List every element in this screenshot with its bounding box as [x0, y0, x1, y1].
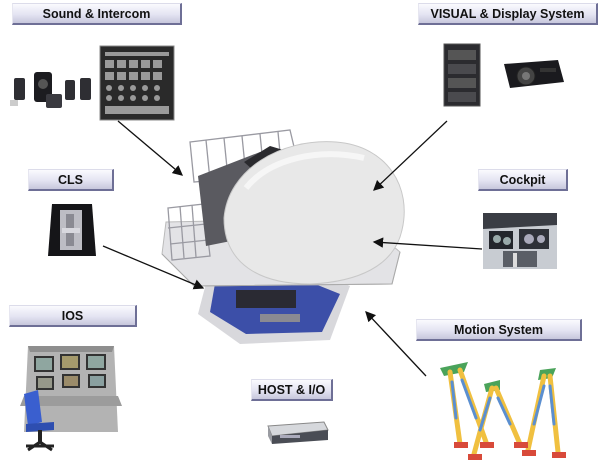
arrow-cls-to-simulator: [102, 245, 205, 290]
sound-intercom-label: Sound & Intercom: [12, 3, 182, 25]
full-flight-simulator: [161, 129, 405, 344]
motion-system-label: Motion System: [416, 319, 582, 341]
cls-unit: [48, 204, 96, 256]
chair-icon: [24, 390, 54, 452]
host-io-label: HOST & I/O: [251, 379, 333, 401]
audio-control-panel: [99, 45, 175, 121]
visual-display-equipment: [443, 43, 564, 107]
arrow-visual-to-dome: [373, 120, 448, 191]
projector-icon: [504, 60, 564, 88]
ios-workstation: [20, 346, 122, 452]
ios-label: IOS: [9, 305, 137, 327]
cockpit-label: Cockpit: [478, 169, 568, 191]
cockpit-panel: [483, 213, 557, 269]
speaker-set-icon: [10, 72, 91, 108]
arrow-cockpit-to-dome: [372, 237, 483, 250]
host-server: [267, 421, 329, 444]
sound-intercom-equipment: [10, 45, 175, 121]
visual-display-system-label: VISUAL & Display System: [418, 3, 598, 25]
arrow-sound-to-simulator: [117, 120, 183, 176]
cls-label: CLS: [28, 169, 114, 191]
visual-dome: [223, 141, 405, 285]
computer-rack-icon: [443, 43, 481, 107]
arrow-motion-to-base: [365, 311, 427, 377]
motion-system-hexapod: [440, 362, 566, 460]
